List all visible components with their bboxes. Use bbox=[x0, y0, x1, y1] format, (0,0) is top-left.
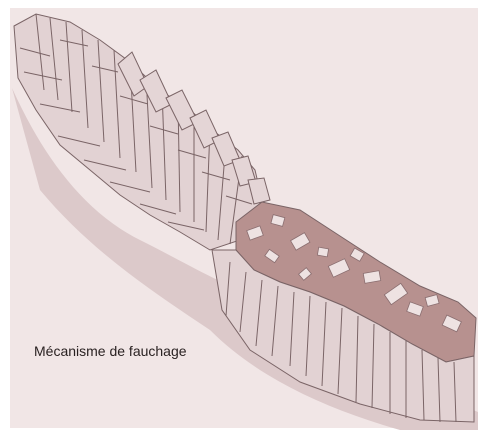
diagram-caption: Mécanisme de fauchage bbox=[34, 343, 187, 359]
upper-strata bbox=[14, 14, 262, 250]
